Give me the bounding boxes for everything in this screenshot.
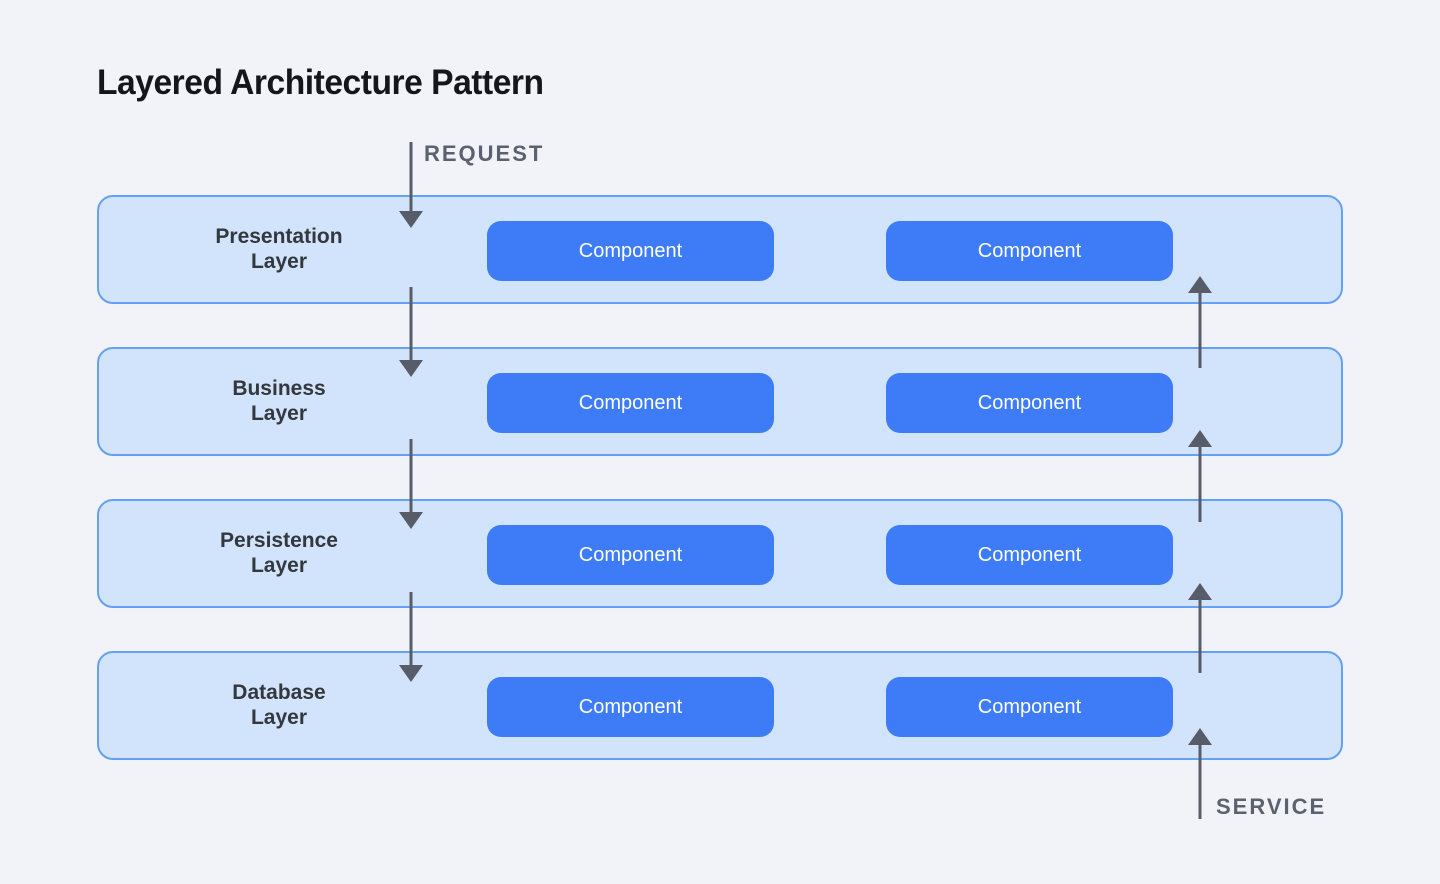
layer-label-line1: Database bbox=[232, 680, 326, 704]
persistence-component-1: Component bbox=[487, 525, 774, 585]
persistence-component-2: Component bbox=[886, 525, 1173, 585]
flow-arrow-down-3-icon bbox=[399, 592, 423, 682]
service-arrow-up-icon bbox=[1188, 728, 1212, 819]
flow-arrow-down-2-icon bbox=[399, 439, 423, 529]
flow-arrow-up-2-icon bbox=[1188, 430, 1212, 522]
layer-label-line2: Layer bbox=[250, 553, 308, 577]
layer-business-label: Business Layer bbox=[99, 349, 459, 454]
layer-presentation-label: Presentation Layer bbox=[99, 197, 459, 302]
flow-arrow-up-1-icon bbox=[1188, 276, 1212, 368]
layer-label-line1: Business bbox=[232, 376, 326, 400]
service-label: SERVICE bbox=[1216, 794, 1327, 819]
flow-arrow-down-1-icon bbox=[399, 287, 423, 377]
layer-database: Database Layer Component Component bbox=[97, 651, 1343, 760]
layer-presentation: Presentation Layer Component Component bbox=[97, 195, 1343, 304]
layer-label-line1: Persistence bbox=[220, 528, 338, 552]
layer-label-line1: Presentation bbox=[215, 224, 343, 248]
layer-persistence-label: Persistence Layer bbox=[99, 501, 459, 606]
business-component-1: Component bbox=[487, 373, 774, 433]
presentation-component-1: Component bbox=[487, 221, 774, 281]
layer-label-line2: Layer bbox=[250, 249, 308, 273]
flow-arrow-up-3-icon bbox=[1188, 583, 1212, 673]
layer-database-label: Database Layer bbox=[99, 653, 459, 758]
layer-persistence: Persistence Layer Component Component bbox=[97, 499, 1343, 608]
database-component-2: Component bbox=[886, 677, 1173, 737]
request-label: REQUEST bbox=[424, 141, 545, 166]
page-title: Layered Architecture Pattern bbox=[97, 63, 544, 102]
presentation-component-2: Component bbox=[886, 221, 1173, 281]
business-component-2: Component bbox=[886, 373, 1173, 433]
layer-label-line2: Layer bbox=[250, 401, 308, 425]
layer-label-line2: Layer bbox=[250, 705, 308, 729]
layer-business: Business Layer Component Component bbox=[97, 347, 1343, 456]
database-component-1: Component bbox=[487, 677, 774, 737]
request-arrow-down-icon bbox=[399, 142, 423, 228]
